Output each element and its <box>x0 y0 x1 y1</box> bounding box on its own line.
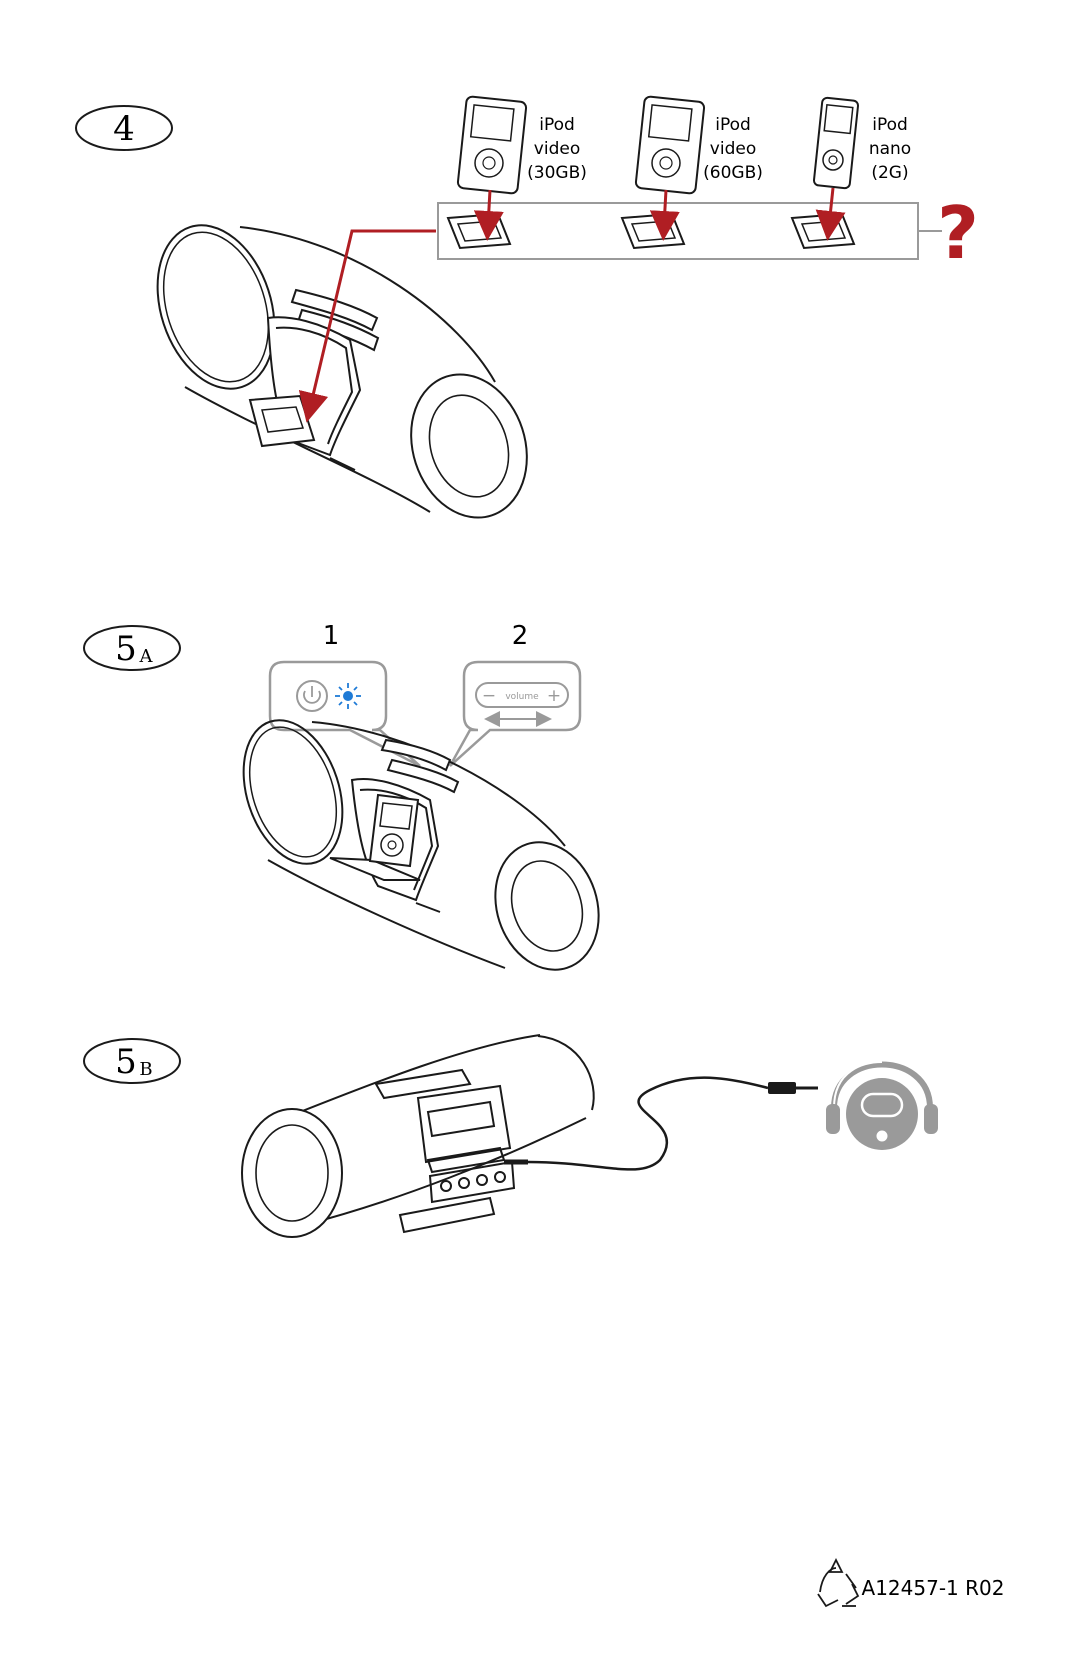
ipod-2-line3: (60GB) <box>703 163 763 183</box>
ipod-label-1: iPod video (30GB) <box>527 115 587 183</box>
dock-adapter-box <box>437 202 942 260</box>
power-icon <box>303 690 321 704</box>
ipod-video-30gb-icon <box>456 95 528 195</box>
arrow-adapter-to-dock <box>298 229 436 423</box>
ipod-label-3: iPod nano (2G) <box>869 115 911 183</box>
ipod-2-line2: video <box>710 139 756 159</box>
step-5b-suffix: B <box>139 1059 152 1080</box>
step-4-number: 4 <box>113 109 135 149</box>
ipod-3-line2: nano <box>869 139 911 159</box>
question-mark: ? <box>937 191 979 275</box>
arrow-ipod1-to-adapter <box>473 189 504 241</box>
ipod-nano-2g-icon <box>812 96 860 190</box>
step-5a-suffix: A <box>139 646 154 667</box>
volume-control[interactable] <box>475 682 569 708</box>
volume-plus: + <box>547 686 561 706</box>
step-5a-number: 5 <box>115 629 137 669</box>
dock-adapter-2 <box>620 212 686 250</box>
ipod-1-line1: iPod <box>539 115 575 135</box>
step-5a-label: 5 A <box>83 625 181 671</box>
ipod-1-line3: (30GB) <box>527 163 587 183</box>
callout-2-number: 2 <box>512 621 529 651</box>
arrow-ipod3-to-adapter <box>815 187 846 241</box>
step-5b-label: 5 B <box>83 1038 181 1084</box>
dock-adapter-3 <box>790 212 856 250</box>
docked-ipod-icon <box>368 793 420 868</box>
volume-label: volume <box>505 692 539 702</box>
portable-player-headphones-icon <box>826 1061 938 1150</box>
step-5b-number: 5 <box>115 1042 137 1082</box>
aux-audio-cable <box>504 1076 818 1171</box>
volume-minus: − <box>482 686 496 706</box>
document-code: A12457-1 R02 <box>862 1576 1005 1600</box>
speaker-dock-step5a <box>242 719 600 971</box>
rear-input-jacks <box>428 1160 516 1204</box>
recycle-icon <box>817 1557 860 1608</box>
ipod-1-line2: video <box>534 139 580 159</box>
aux-plug-icon <box>768 1082 796 1094</box>
callout-1-number: 1 <box>323 621 340 651</box>
dock-adapter-1 <box>446 212 512 250</box>
ipod-3-line3: (2G) <box>871 163 908 183</box>
ipod-2-line1: iPod <box>715 115 751 135</box>
power-led-icon <box>335 683 361 709</box>
callout-volume: − volume + <box>448 660 582 767</box>
ipod-3-line1: iPod <box>872 115 908 135</box>
ipod-label-2: iPod video (60GB) <box>703 115 763 183</box>
arrow-ipod2-to-adapter <box>649 189 680 241</box>
step-4-label: 4 <box>75 105 173 151</box>
ipod-video-60gb-icon <box>634 95 706 195</box>
speaker-rear-step5b <box>241 1034 595 1238</box>
